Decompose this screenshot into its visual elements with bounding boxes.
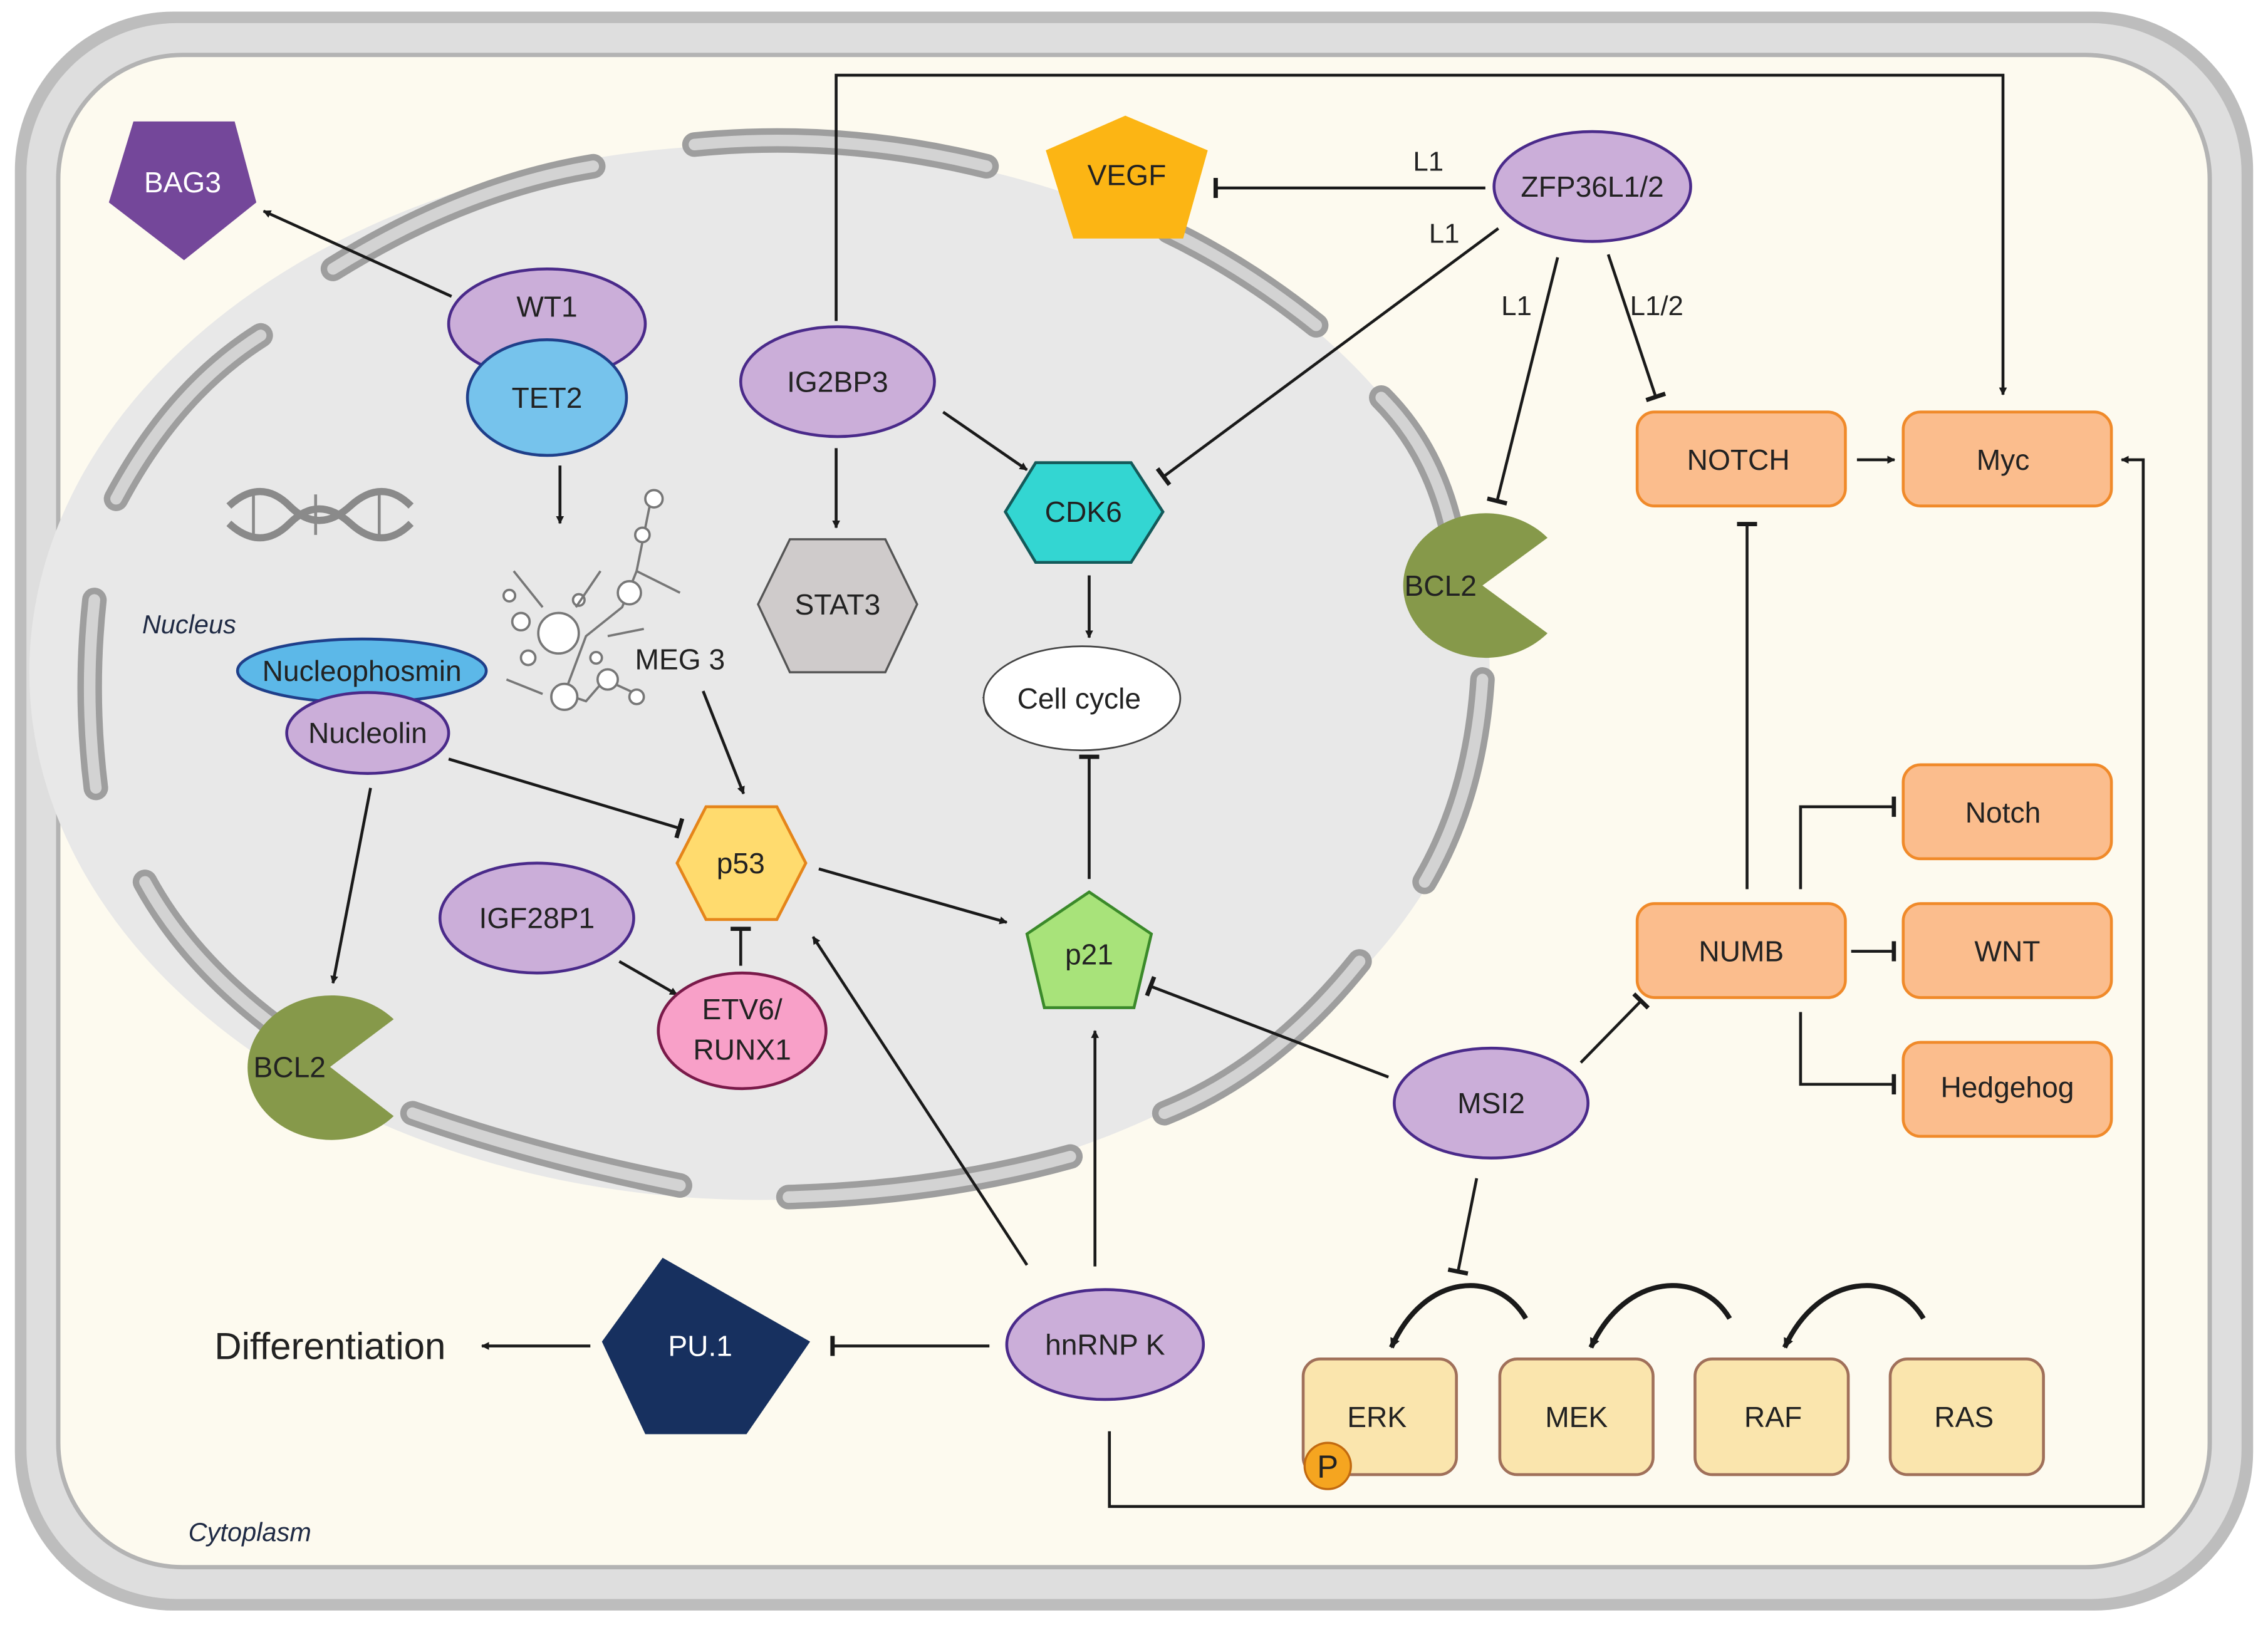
node-erk: ERK: [1301, 1358, 1458, 1477]
dna-icon: [226, 487, 414, 542]
node-stat3: STAT3: [757, 538, 918, 673]
node-nucleolin-label: Nucleolin: [308, 717, 427, 749]
node-differentiation-label: Differentiation: [214, 1325, 445, 1367]
node-raf: RAF: [1693, 1358, 1850, 1477]
node-bag3: BAG3: [108, 121, 257, 261]
node-msi2-label: MSI2: [1457, 1087, 1525, 1119]
node-etv6-label-1: ETV6/: [702, 993, 782, 1025]
edges: [263, 73, 2145, 1508]
node-nucleophosmin-label: Nucleophosmin: [263, 655, 462, 687]
node-pu1: PU.1: [601, 1257, 811, 1435]
node-ras-label: RAS: [1934, 1401, 1994, 1433]
node-erk-label: ERK: [1347, 1401, 1407, 1433]
phospho-label: P: [1317, 1449, 1338, 1485]
node-bcl2-lower: BCL2: [247, 995, 394, 1140]
node-p21-label: p21: [1065, 938, 1113, 970]
phospho-badge: P: [1303, 1441, 1352, 1490]
edge-label-cdk6: L1: [1429, 219, 1460, 249]
node-nucleolin: Nucleolin: [285, 691, 450, 775]
node-notch-lower: Notch: [1901, 763, 2113, 861]
node-notch-lower-label: Notch: [1965, 796, 2041, 829]
node-ig2bp3: IG2BP3: [739, 325, 936, 439]
edge-label-notch: L1/2: [1630, 291, 1683, 321]
node-myc-label: Myc: [1977, 444, 2030, 476]
node-bcl2-membrane: BCL2: [1403, 513, 1548, 658]
node-numb: NUMB: [1635, 902, 1847, 999]
node-numb-label: NUMB: [1698, 935, 1784, 968]
node-cell-cycle: Cell cycle: [982, 645, 1182, 752]
node-raf-label: RAF: [1744, 1401, 1802, 1433]
edge-label-vegf: L1: [1413, 146, 1444, 177]
node-ig2bp3-label: IG2BP3: [787, 365, 888, 398]
node-p21: p21: [1025, 890, 1153, 1009]
node-bag3-label: BAG3: [144, 166, 221, 199]
node-cdk6: CDK6: [1003, 461, 1165, 564]
rna-structure-icon: [502, 489, 681, 711]
node-vegf-label: VEGF: [1088, 158, 1167, 191]
node-etv6-label-2: RUNX1: [693, 1034, 791, 1066]
node-wt1-label: WT1: [516, 290, 577, 323]
node-bcl2-membrane-label: BCL2: [1405, 569, 1477, 602]
node-hedgehog: Hedgehog: [1901, 1041, 2113, 1138]
node-zfp36-label: ZFP36L1/2: [1521, 170, 1663, 203]
node-stat3-label: STAT3: [795, 588, 881, 621]
node-notch-upper: NOTCH: [1635, 410, 1847, 508]
edge-label-bcl2: L1: [1501, 291, 1532, 321]
node-tet2: TET2: [466, 338, 628, 457]
node-tet2-label: TET2: [512, 382, 583, 414]
node-p53: p53: [675, 805, 808, 922]
cytoplasm-label: Cytoplasm: [189, 1517, 311, 1547]
node-cell-cycle-label: Cell cycle: [1017, 682, 1141, 715]
node-wnt-label: WNT: [1974, 935, 2040, 968]
node-mek-label: MEK: [1545, 1401, 1608, 1433]
node-hnrnpk-label: hnRNP K: [1045, 1328, 1165, 1361]
node-meg3-label: MEG 3: [635, 643, 726, 676]
node-myc: Myc: [1901, 410, 2113, 508]
node-p53-label: p53: [717, 847, 765, 880]
node-ras: RAS: [1888, 1358, 2045, 1477]
node-zfp36l1-2: ZFP36L1/2: [1492, 130, 1692, 243]
node-etv6-runx1: ETV6/ RUNX1: [657, 971, 828, 1091]
nucleus-label: Nucleus: [142, 610, 236, 639]
node-igf28p1: IGF28P1: [438, 861, 635, 975]
node-cdk6-label: CDK6: [1045, 496, 1122, 528]
node-hedgehog-label: Hedgehog: [1940, 1071, 2074, 1104]
node-notch-upper-label: NOTCH: [1687, 444, 1790, 476]
node-vegf: VEGF: [1046, 115, 1208, 239]
node-bcl2-lower-label: BCL2: [254, 1051, 326, 1083]
node-mek: MEK: [1498, 1358, 1655, 1477]
node-igf28p1-label: IGF28P1: [479, 902, 595, 935]
node-wnt: WNT: [1901, 902, 2113, 999]
node-msi2: MSI2: [1393, 1046, 1589, 1160]
node-pu1-label: PU.1: [668, 1330, 732, 1363]
node-hnrnpk: hnRNP K: [1005, 1288, 1205, 1401]
